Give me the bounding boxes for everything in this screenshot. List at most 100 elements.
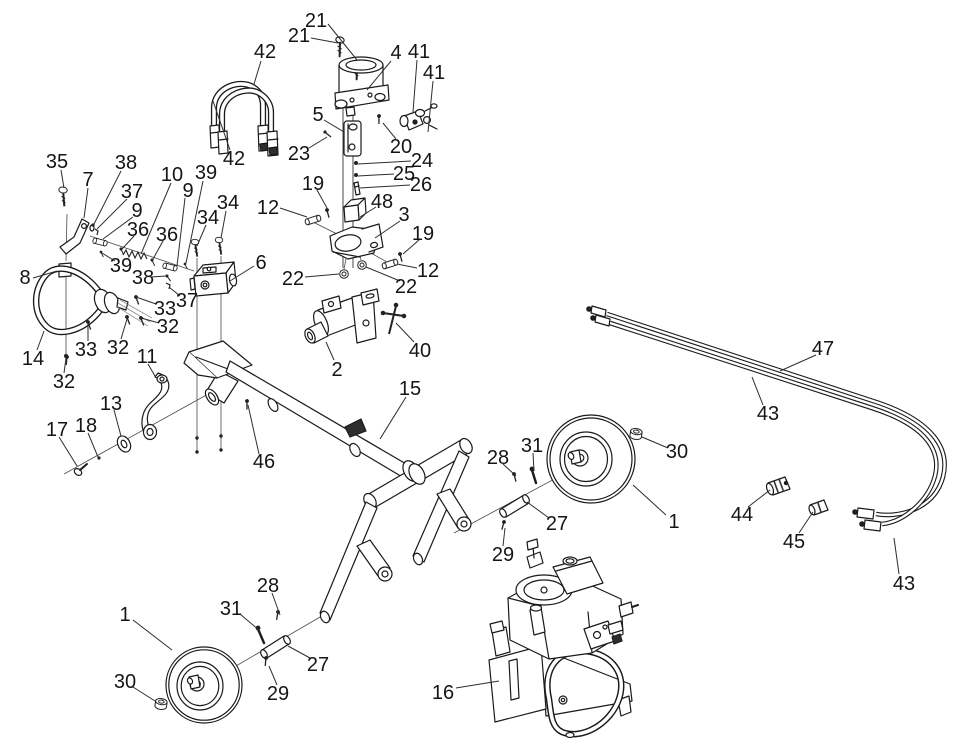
callout-label-38: 38 (115, 152, 137, 174)
callout-leader-22 (304, 273, 340, 278)
callout-label-10: 10 (161, 164, 183, 186)
lock-nut-left (339, 269, 349, 279)
callout-leader-35 (60, 169, 65, 189)
callout-label-28: 28 (487, 447, 509, 469)
handle-assembly (32, 185, 224, 366)
callout-label-23: 23 (288, 143, 310, 165)
callout-label-12: 12 (417, 260, 439, 282)
callout-leader-22 (365, 266, 401, 282)
column-screws (353, 161, 361, 196)
callout-leader-42 (212, 100, 231, 151)
mount-bracket-plate (329, 223, 384, 260)
callout-label-38: 38 (132, 267, 154, 289)
callout-leader-41 (427, 80, 434, 133)
callout-leader-37 (168, 286, 181, 297)
callout-leader-38 (150, 275, 167, 278)
callout-label-16: 16 (432, 682, 454, 704)
callout-leader-38 (93, 170, 122, 225)
hinge-pin-left (303, 214, 323, 226)
callout-label-22: 22 (282, 268, 304, 290)
callout-label-34: 34 (197, 207, 219, 229)
callout-label-7: 7 (82, 169, 93, 191)
engine-assembly (488, 538, 639, 739)
callout-label-12: 12 (257, 197, 279, 219)
callout-label-9: 9 (131, 200, 142, 222)
wheel-front (165, 646, 243, 724)
callout-label-13: 13 (100, 393, 122, 415)
callout-label-39: 39 (195, 162, 217, 184)
callout-label-5: 5 (312, 104, 323, 126)
hose-fitting-large (765, 476, 791, 496)
callout-label-43: 43 (893, 573, 915, 595)
callout-leader-31 (239, 613, 261, 632)
callout-label-37: 37 (176, 290, 198, 312)
callout-label-19: 19 (302, 173, 324, 195)
callout-leader-7 (83, 187, 89, 219)
hose-pair (586, 305, 947, 532)
callout-label-46: 46 (253, 451, 275, 473)
callout-leader-1 (632, 484, 667, 516)
callout-label-29: 29 (267, 683, 289, 705)
callout-label-4: 4 (390, 42, 401, 64)
callout-leader-24 (357, 160, 412, 165)
callout-leader-29 (268, 665, 278, 686)
axle-nut-rear (629, 427, 643, 441)
callout-label-43: 43 (757, 403, 779, 425)
callout-label-31: 31 (521, 435, 543, 457)
callout-leader-15 (379, 396, 407, 440)
callout-leader-26 (359, 184, 411, 189)
callout-label-36: 36 (127, 219, 149, 241)
callout-leader-20 (382, 122, 397, 140)
thumb-screw (380, 302, 407, 335)
callout-label-8: 8 (19, 267, 30, 289)
callout-leader-47 (779, 354, 817, 372)
callout-label-22: 22 (395, 276, 417, 298)
callout-leader-5 (323, 119, 345, 133)
bracket-screw-left (321, 206, 334, 219)
callout-leader-13 (113, 409, 122, 437)
callout-label-32: 32 (53, 371, 75, 393)
valve-screw (373, 112, 385, 125)
callout-label-33: 33 (75, 339, 97, 361)
callout-label-6: 6 (255, 252, 266, 274)
callout-label-26: 26 (410, 174, 432, 196)
callout-label-2: 2 (331, 359, 342, 381)
callout-leader-29 (502, 527, 506, 547)
callout-leader-6 (229, 265, 255, 282)
callout-label-18: 18 (75, 415, 97, 437)
cart-frame (183, 340, 473, 624)
lock-nut-right (357, 260, 367, 270)
callout-label-32: 32 (157, 316, 179, 338)
callout-leader-3 (374, 220, 401, 239)
pump-assembly (331, 35, 390, 117)
callout-leader-19 (316, 189, 328, 209)
callout-label-33: 33 (154, 298, 176, 320)
callout-leader-11 (147, 363, 156, 377)
callout-leader-8 (32, 270, 58, 279)
grip-handle (32, 265, 107, 336)
callout-label-1: 1 (119, 604, 130, 626)
callout-leader-45 (798, 511, 814, 534)
callout-leader-21 (310, 37, 339, 44)
callout-label-28: 28 (257, 575, 279, 597)
callout-label-45: 45 (783, 531, 805, 553)
callout-leader-27 (526, 501, 550, 519)
callout-label-42: 42 (223, 148, 245, 170)
callout-leader-40 (395, 322, 415, 343)
callout-leader-28 (271, 592, 281, 616)
callout-label-42: 42 (254, 41, 276, 63)
callout-leader-36 (152, 240, 164, 260)
callout-leader-32 (140, 317, 160, 324)
callout-leader-34 (196, 224, 207, 247)
callout-leader-34 (220, 210, 227, 239)
callout-leader-42 (253, 60, 262, 85)
callout-leader-18 (87, 432, 99, 458)
callout-leader-12 (279, 207, 308, 218)
callout-label-36: 36 (156, 224, 178, 246)
callout-leader-31 (532, 452, 535, 472)
callout-label-27: 27 (546, 513, 568, 535)
spring (122, 248, 148, 261)
